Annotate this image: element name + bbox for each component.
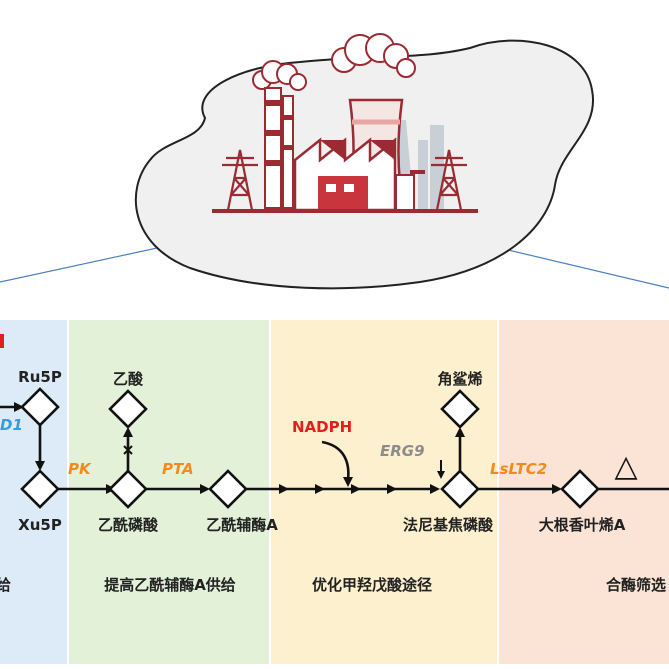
pathway-arrows (0, 402, 669, 494)
label-germacrene-a: 大根香叶烯A (539, 516, 626, 534)
pathway-nodes (20, 387, 600, 509)
node-fpp (440, 469, 480, 509)
node-xu5p (20, 469, 60, 509)
label-acetyl-coa: 乙酰辅酶A (206, 516, 278, 534)
section-title-2: 提高乙酰辅酶A供给 (104, 576, 236, 594)
label-acetic-acid: 乙酸 (113, 370, 144, 388)
node-squalene (440, 389, 480, 429)
label-xu5p: Xu5P (18, 516, 62, 534)
label-ru5p: Ru5P (18, 368, 62, 386)
red-mark (0, 334, 4, 348)
product-triangle-icon: △ (614, 449, 637, 484)
node-acetic-acid (108, 389, 148, 429)
cofactor-nadph: NADPH (292, 418, 352, 436)
enzyme-rpe1: D1 (0, 416, 23, 434)
node-germacrene-a (560, 469, 600, 509)
label-acetyl-phosphate: 乙酰磷酸 (98, 516, 159, 534)
section-title-1: 给 (0, 576, 11, 594)
enzyme-pta: PTA (162, 460, 194, 478)
node-acetyl-phosphate (108, 469, 148, 509)
label-fpp: 法尼基焦磷酸 (403, 516, 494, 534)
node-ru5p (20, 387, 60, 427)
factory-icon (212, 33, 478, 213)
enzyme-lsltc2: LsLTC2 (490, 460, 547, 478)
section-title-4: 合酶筛选 (605, 576, 666, 594)
enzyme-pk: PK (68, 460, 92, 478)
node-acetyl-coa (208, 469, 248, 509)
section-title-3: 优化甲羟戊酸途径 (312, 576, 432, 594)
enzyme-erg9: ERG9 (380, 442, 425, 460)
label-squalene: 角鲨烯 (437, 370, 482, 388)
